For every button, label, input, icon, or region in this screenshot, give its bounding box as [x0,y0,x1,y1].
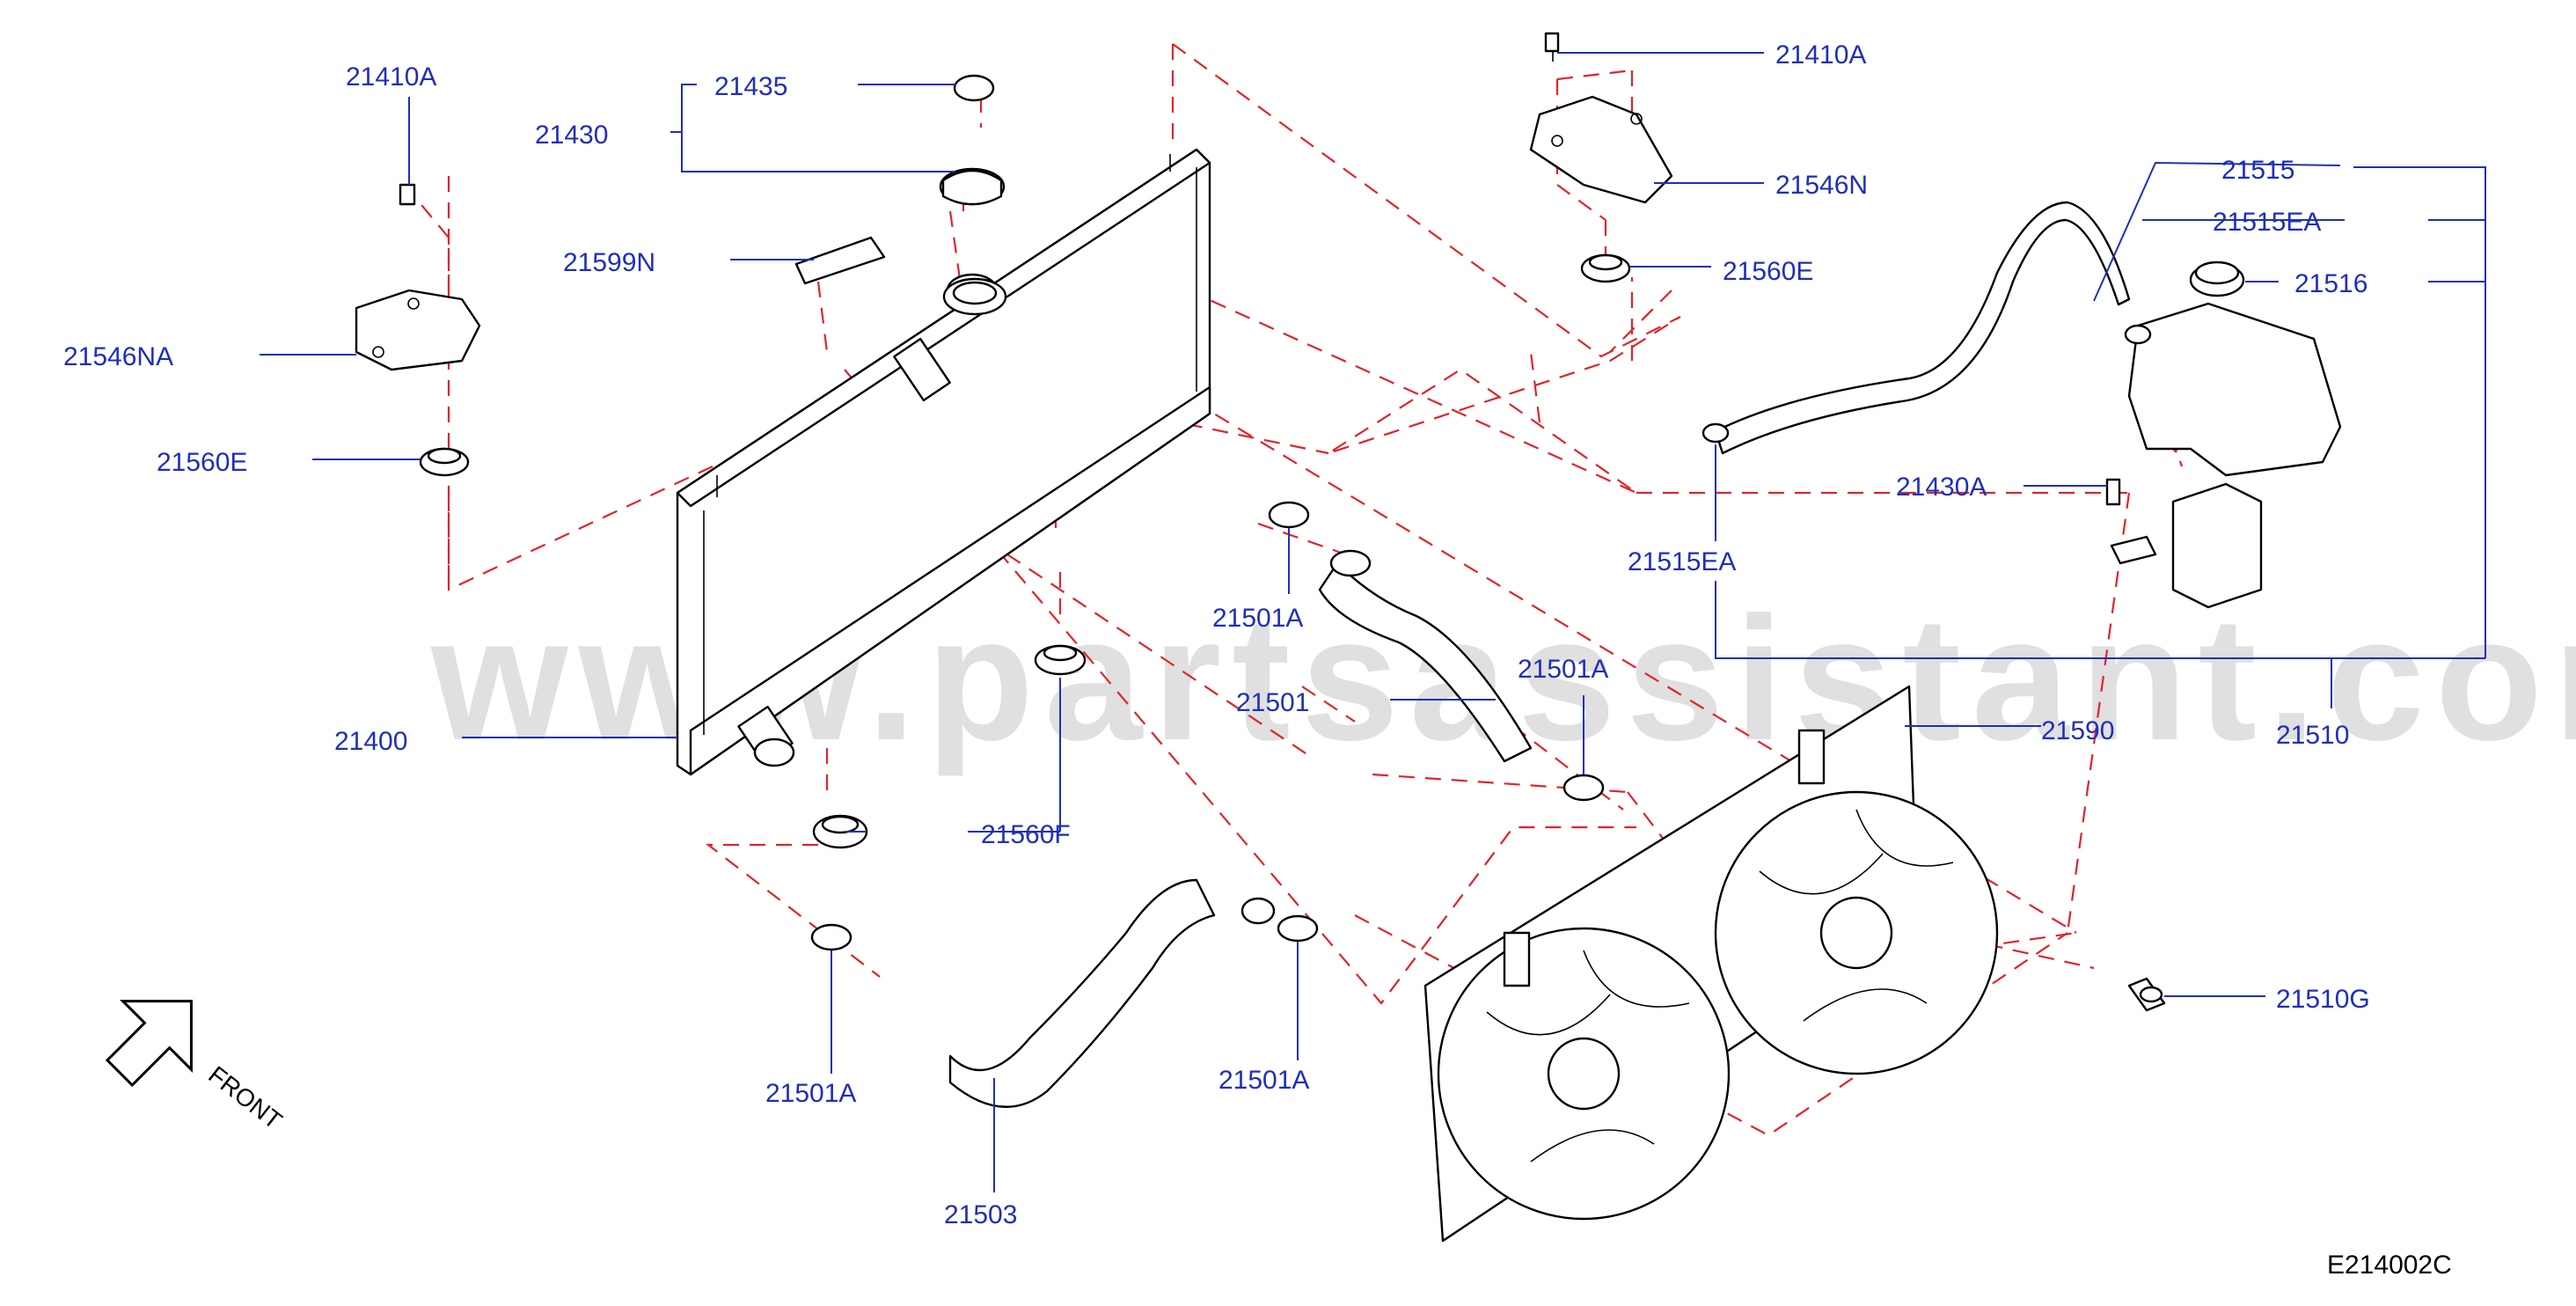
label-21546N: 21546N [1775,171,1868,200]
front-arrow [105,1000,193,1088]
label-21503: 21503 [944,1200,1017,1229]
label-21501A-a: 21501A [1212,604,1303,633]
label-21410A-left: 21410A [346,62,436,92]
label-21560E-right: 21560E [1723,257,1813,286]
radiator-cap [939,74,1006,206]
label-21430A: 21430A [1896,473,1987,502]
label-21546NA: 21546NA [63,342,173,371]
reservoir-tank [2105,260,2342,609]
fan-shroud [1423,685,1999,1243]
label-21510: 21510 [2276,721,2349,750]
bracket-right [1529,32,1673,283]
label-21510G: 21510G [2276,985,2370,1014]
screw [2127,977,2166,1012]
label-21501A-c: 21501A [765,1079,856,1108]
hose-lower [948,878,1276,1108]
label-21410A-right: 21410A [1775,40,1866,70]
label-21560E-left: 21560E [157,448,247,477]
leader-lines [260,52,2486,1192]
front-label: FRONT [203,1060,287,1134]
label-21515EA-b: 21515EA [1628,547,1736,576]
label-21430: 21430 [535,121,608,150]
grommets [812,644,1087,849]
hose-upper [1318,549,1533,763]
bracket-left [355,158,481,477]
label-21516: 21516 [2294,269,2367,298]
label-21501: 21501 [1236,688,1309,717]
label-21400: 21400 [334,727,407,756]
label-21560F: 21560F [981,820,1071,849]
label-21590: 21590 [2041,716,2114,745]
label-21599N: 21599N [563,248,655,277]
filler-cap-seal [942,277,1007,316]
front-arrow-icon [105,1000,193,1088]
part-labels: 21410A 21435 21430 21599N 21546NA 21560E… [63,40,2370,1229]
label-21501A-b: 21501A [1518,655,1608,684]
clamps [810,501,1605,951]
label-plate [794,236,886,285]
diagram-code: E214002C [2327,1251,2452,1280]
overflow-hose [1701,201,2152,455]
label-21515EA-a: 21515EA [2213,208,2321,237]
label-21435: 21435 [714,72,787,101]
radiator [676,148,1211,776]
label-21501A-d: 21501A [1218,1066,1309,1095]
label-21515: 21515 [2221,156,2294,185]
